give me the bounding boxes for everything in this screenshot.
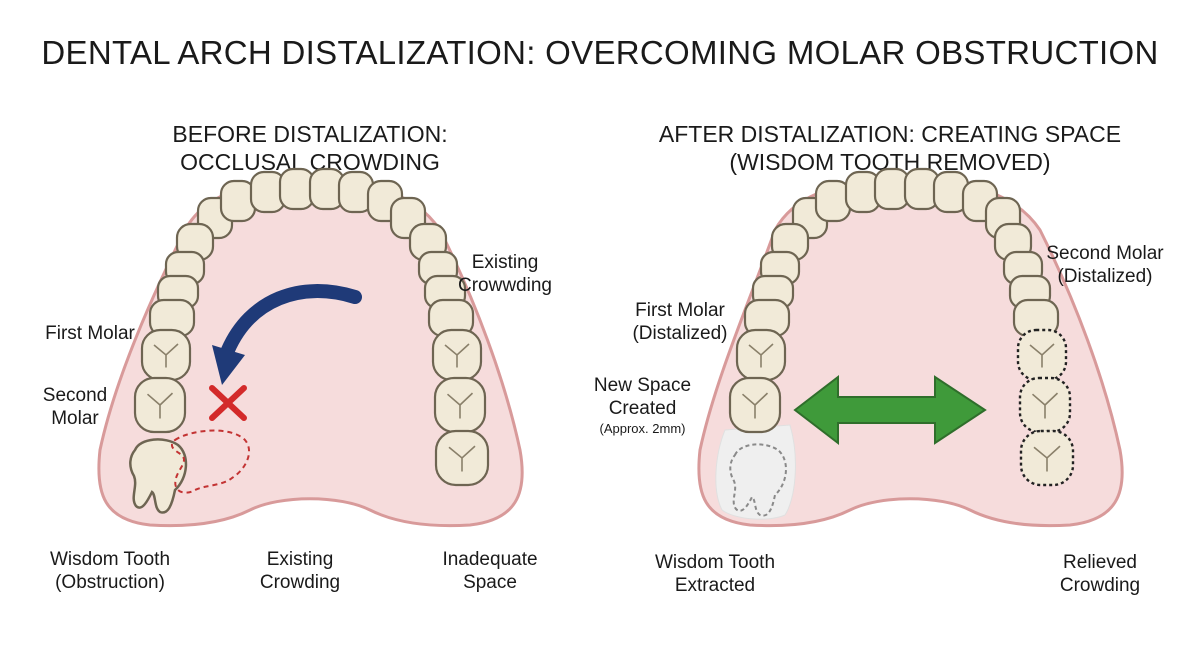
before-label-first-molar: First Molar — [25, 322, 155, 345]
label-line: Created — [608, 398, 677, 419]
double-arrow-icon — [793, 374, 987, 446]
molar-groove — [741, 392, 769, 419]
curved-arrow-icon — [221, 284, 362, 357]
label-line: (Distalized) — [1057, 266, 1153, 287]
molar-groove — [448, 445, 476, 472]
molar-groove — [153, 343, 179, 368]
label-line: New Space — [593, 375, 692, 396]
molar-groove — [1033, 445, 1061, 472]
after-subtitle-line1: AFTER DISTALIZATION: CREATING SPACE — [658, 121, 1122, 147]
label-line: Wisdom Tooth — [654, 552, 776, 573]
molar-groove — [1031, 392, 1059, 419]
after-teeth — [728, 167, 1075, 487]
after-label-second-molar: Second Molar (Distalized) — [1030, 242, 1180, 288]
curved-arrow-head — [212, 345, 245, 385]
before-label-wisdom-tooth: Wisdom Tooth (Obstruction) — [25, 548, 195, 594]
label-line: First Molar — [45, 323, 135, 344]
before-label-existing-crowding-top: Existing Crowwding — [440, 251, 570, 297]
before-subtitle-line2: OCCLUSAL CROWDING — [180, 149, 440, 175]
after-extracted-tooth-outline — [729, 443, 787, 517]
label-line: (Approx. 2mm) — [599, 421, 686, 436]
label-line: First Molar — [635, 300, 725, 321]
label-line: Second Molar — [1046, 243, 1164, 264]
before-label-inadequate-space: Inadequate Space — [425, 548, 555, 594]
before-teeth — [133, 167, 490, 487]
before-arch — [97, 167, 524, 528]
before-label-existing-crowding-bottom: Existing Crowding — [235, 548, 365, 594]
label-line: Inadequate — [442, 549, 538, 570]
molar-groove — [1029, 343, 1055, 368]
label-line: (Distalized) — [632, 323, 728, 344]
molar-groove — [748, 343, 774, 368]
label-line: Crowwding — [458, 275, 552, 296]
before-subtitle: BEFORE DISTALIZATION: OCCLUSAL CROWDING — [110, 120, 510, 176]
red-x-icon — [209, 385, 247, 421]
label-line: Relieved — [1063, 552, 1137, 573]
label-line: Extracted — [674, 575, 756, 596]
page-title: DENTAL ARCH DISTALIZATION: OVERCOMING MO… — [41, 34, 1159, 71]
label-line: Crowding — [1059, 575, 1141, 596]
label-line: Second — [42, 385, 108, 406]
after-label-first-molar: First Molar (Distalized) — [615, 299, 745, 345]
label-line: Crowding — [259, 572, 341, 593]
molar-groove — [146, 392, 174, 419]
label-line: Molar — [51, 408, 99, 429]
after-label-new-space-amount: (Approx. 2mm) — [585, 421, 700, 437]
after-extraction-area — [715, 424, 796, 520]
label-line: (Obstruction) — [55, 572, 165, 593]
before-subtitle-line1: BEFORE DISTALIZATION: — [172, 121, 448, 147]
before-wisdom-tooth — [129, 438, 188, 514]
after-label-relieved-crowding: Relieved Crowding — [1035, 551, 1165, 597]
label-line: Space — [463, 572, 517, 593]
before-dashed-space-outline — [171, 429, 251, 494]
molar-groove — [444, 343, 470, 368]
before-label-second-molar: Second Molar — [25, 384, 125, 430]
after-label-wisdom-extracted: Wisdom Tooth Extracted — [635, 551, 795, 597]
label-line: Wisdom Tooth — [49, 549, 171, 570]
after-arch — [697, 167, 1124, 528]
label-line: Existing — [266, 549, 334, 570]
molar-groove — [446, 392, 474, 419]
label-line: Existing — [471, 252, 539, 273]
after-label-new-space: New Space Created — [585, 374, 700, 420]
